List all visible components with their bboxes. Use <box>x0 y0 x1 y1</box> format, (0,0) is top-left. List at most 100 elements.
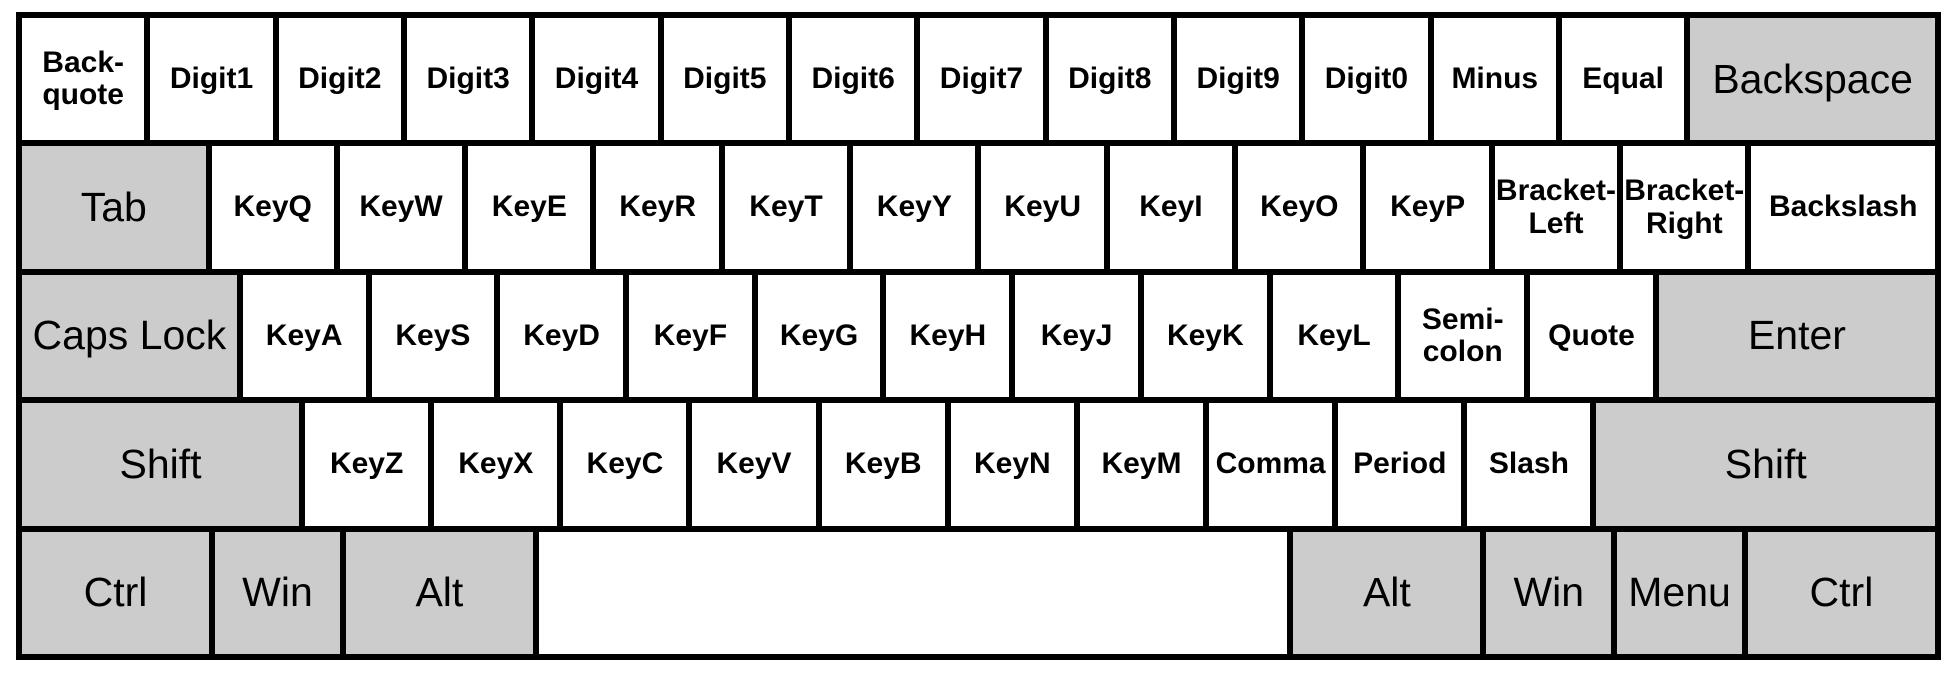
key-label: KeyK <box>1166 318 1244 352</box>
key-key-a[interactable]: KeyA <box>242 274 366 398</box>
key-key-h[interactable]: KeyH <box>886 274 1010 398</box>
key-label: Ctrl <box>83 569 148 616</box>
key-alt-right[interactable]: Alt <box>1293 531 1481 655</box>
key-key-b[interactable]: KeyB <box>821 403 945 526</box>
key-shift-right[interactable]: Shift <box>1596 403 1936 526</box>
key-key-i[interactable]: KeyI <box>1109 146 1233 269</box>
key-label: KeyL <box>1297 318 1371 352</box>
key-alt-left[interactable]: Alt <box>345 531 533 655</box>
key-key-x[interactable]: KeyX <box>434 403 558 526</box>
key-label: KeyM <box>1101 447 1182 481</box>
key-label: Semi-colon <box>1421 302 1504 369</box>
key-label: Alt <box>1362 569 1411 616</box>
key-label: Digit3 <box>426 62 510 95</box>
key-label: KeyO <box>1260 190 1339 224</box>
key-digit5[interactable]: Digit5 <box>663 18 786 141</box>
keyboard-row: Ctrl Win Alt Alt Win Menu Ctrl <box>22 531 1935 655</box>
key-period[interactable]: Period <box>1338 403 1462 526</box>
key-label: Comma <box>1215 447 1326 481</box>
key-key-l[interactable]: KeyL <box>1272 274 1396 398</box>
key-win-left[interactable]: Win <box>215 531 340 655</box>
key-key-o[interactable]: KeyO <box>1238 146 1361 269</box>
key-digit0[interactable]: Digit0 <box>1305 18 1428 141</box>
key-label: Slash <box>1488 447 1569 481</box>
key-key-v[interactable]: KeyV <box>692 403 816 526</box>
key-bracket-left[interactable]: Bracket-Left <box>1494 146 1618 269</box>
key-key-t[interactable]: KeyT <box>724 146 848 269</box>
key-digit4[interactable]: Digit4 <box>535 18 658 141</box>
key-semicolon[interactable]: Semi-colon <box>1401 274 1525 398</box>
key-digit7[interactable]: Digit7 <box>920 18 1043 141</box>
key-digit8[interactable]: Digit8 <box>1048 18 1171 141</box>
key-quote[interactable]: Quote <box>1530 274 1653 398</box>
key-key-p[interactable]: KeyP <box>1366 146 1489 269</box>
key-label: KeyH <box>909 318 987 352</box>
key-key-f[interactable]: KeyF <box>628 274 752 398</box>
key-bracket-right[interactable]: Bracket-Right <box>1623 146 1746 269</box>
key-slash[interactable]: Slash <box>1467 403 1591 526</box>
key-key-d[interactable]: KeyD <box>500 274 623 398</box>
key-key-w[interactable]: KeyW <box>339 146 463 269</box>
key-label: Equal <box>1582 62 1664 95</box>
key-enter[interactable]: Enter <box>1658 274 1936 398</box>
key-ctrl-left[interactable]: Ctrl <box>22 531 210 655</box>
key-shift-left[interactable]: Shift <box>22 403 300 526</box>
key-label: KeyU <box>1004 190 1081 224</box>
key-key-z[interactable]: KeyZ <box>305 403 429 526</box>
key-label: Digit8 <box>1068 62 1152 95</box>
key-ctrl-right[interactable]: Ctrl <box>1747 531 1935 655</box>
keyboard: Back-quote Digit1 Digit2 Digit3 Digit4 Digit5… <box>16 12 1941 660</box>
key-key-q[interactable]: KeyQ <box>211 146 334 269</box>
key-label: Digit2 <box>298 62 382 95</box>
key-label: Shift <box>1724 440 1807 487</box>
key-space[interactable] <box>538 531 1288 655</box>
key-key-e[interactable]: KeyE <box>468 146 591 269</box>
key-digit2[interactable]: Digit2 <box>278 18 401 141</box>
key-label: Digit5 <box>683 62 767 95</box>
key-caps-lock[interactable]: Caps Lock <box>22 274 237 398</box>
key-digit3[interactable]: Digit3 <box>406 18 530 141</box>
key-win-right[interactable]: Win <box>1486 531 1612 655</box>
key-label: KeyW <box>359 190 443 224</box>
key-equal[interactable]: Equal <box>1561 18 1685 141</box>
key-key-n[interactable]: KeyN <box>950 403 1074 526</box>
key-key-y[interactable]: KeyY <box>853 146 976 269</box>
key-key-c[interactable]: KeyC <box>563 403 687 526</box>
key-label: Back-quote <box>42 45 125 112</box>
key-label: Bracket-Right <box>1624 174 1745 240</box>
key-label: Digit6 <box>811 62 895 95</box>
key-key-k[interactable]: KeyK <box>1143 274 1267 398</box>
key-key-m[interactable]: KeyM <box>1079 403 1204 526</box>
key-key-s[interactable]: KeyS <box>371 274 495 398</box>
key-label: Bracket-Left <box>1495 174 1616 240</box>
key-label: Ctrl <box>1809 569 1874 616</box>
key-backquote[interactable]: Back-quote <box>22 18 145 141</box>
key-tab[interactable]: Tab <box>22 146 206 269</box>
key-label: KeyN <box>973 447 1051 481</box>
key-minus[interactable]: Minus <box>1433 18 1556 141</box>
key-label: KeyG <box>779 318 859 352</box>
key-label: Alt <box>415 569 464 616</box>
key-label: Digit7 <box>939 62 1024 95</box>
key-label: KeyX <box>458 447 534 481</box>
key-digit6[interactable]: Digit6 <box>791 18 915 141</box>
key-backslash[interactable]: Backslash <box>1751 146 1935 269</box>
key-key-j[interactable]: KeyJ <box>1015 274 1138 398</box>
key-digit1[interactable]: Digit1 <box>150 18 273 141</box>
key-key-r[interactable]: KeyR <box>596 146 719 269</box>
key-label: KeyA <box>265 318 343 352</box>
key-digit9[interactable]: Digit9 <box>1176 18 1300 141</box>
key-label: KeyJ <box>1040 318 1113 352</box>
key-key-u[interactable]: KeyU <box>981 146 1104 269</box>
key-comma[interactable]: Comma <box>1209 403 1333 526</box>
key-menu[interactable]: Menu <box>1617 531 1742 655</box>
key-label: Win <box>1513 569 1585 616</box>
key-label: Digit4 <box>554 62 639 95</box>
key-label: Shift <box>119 440 202 487</box>
key-label: KeyC <box>586 447 664 481</box>
key-key-g[interactable]: KeyG <box>757 274 881 398</box>
key-backspace[interactable]: Backspace <box>1690 18 1935 141</box>
